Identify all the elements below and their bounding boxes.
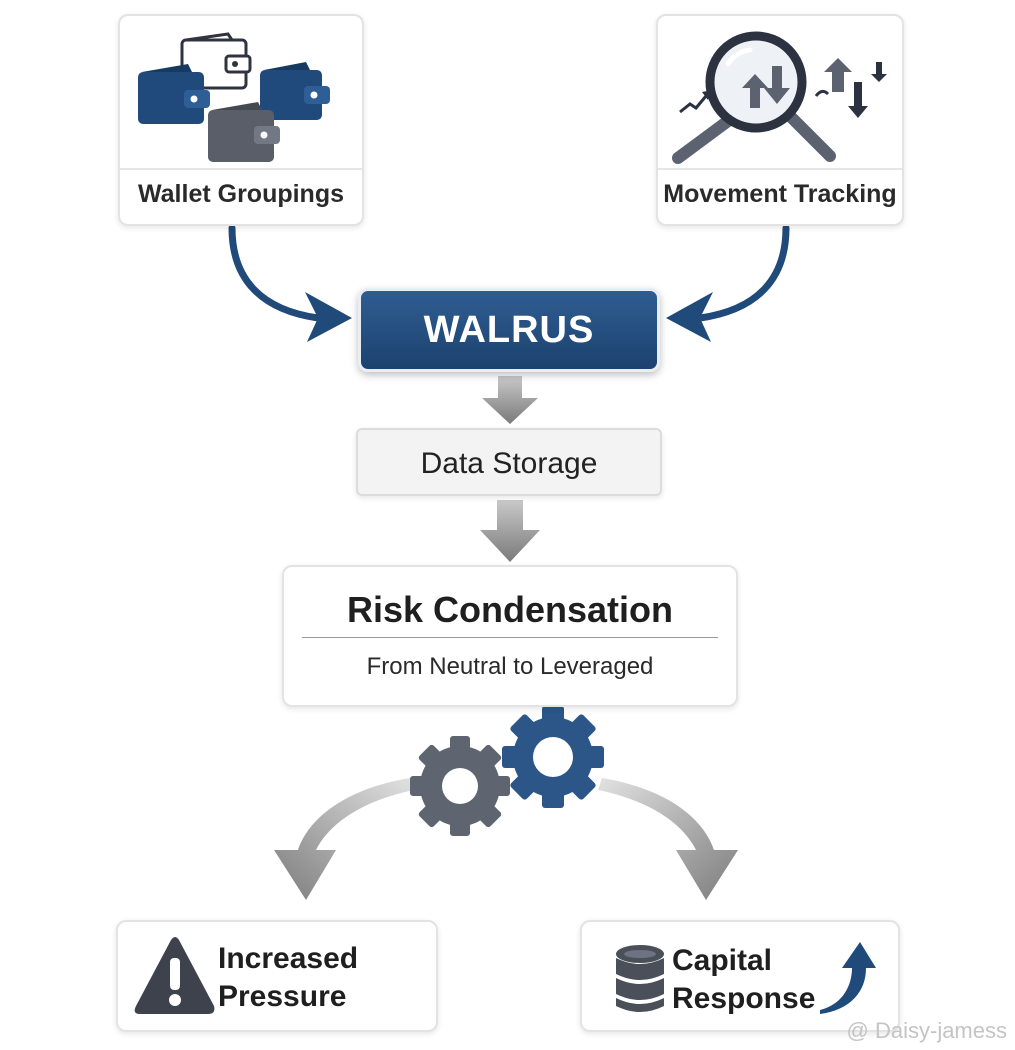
database-icon <box>616 945 664 1012</box>
movement-tracking-label: Movement Tracking <box>663 180 897 208</box>
movement-to-walrus-arrowhead <box>666 292 713 342</box>
gray-gear-icon <box>410 736 510 836</box>
trend-arrows-icon <box>679 58 887 118</box>
data-storage-label: Data Storage <box>420 447 598 480</box>
blue-gear-icon <box>502 706 604 808</box>
up-arrow-icon <box>820 942 876 1014</box>
increased-pressure-line1: Increased <box>218 942 359 975</box>
capital-response-label: Capital Response <box>672 942 815 1018</box>
capital-response-line1: Capital <box>672 944 773 977</box>
risk-divider <box>302 637 718 638</box>
capital-response-box: Capital Response <box>580 920 900 1032</box>
movement-to-walrus-arrow <box>696 224 790 322</box>
wallet-to-walrus-arrow <box>228 224 322 322</box>
wallet-groupings-label: Wallet Groupings <box>137 180 345 208</box>
walrus-label: WALRUS <box>423 308 595 351</box>
magnifier-icon <box>672 31 836 164</box>
increased-pressure-line2: Pressure <box>218 980 347 1013</box>
increased-pressure-box: Increased Pressure <box>116 920 438 1032</box>
to-pressure-arrow <box>274 778 414 900</box>
risk-condensation-title: Risk Condensation <box>346 589 674 630</box>
walrus-core-box: WALRUS <box>358 288 660 372</box>
card-divider <box>658 168 902 170</box>
wallet-to-walrus-arrowhead <box>305 292 352 342</box>
warning-icon <box>134 937 215 1014</box>
wallet-groupings-card: Wallet Groupings <box>118 14 364 226</box>
data-storage-box: Data Storage <box>356 428 662 496</box>
walrus-to-storage-arrow <box>482 376 538 424</box>
watermark: @ Daisy-jamess <box>846 1018 1007 1043</box>
risk-condensation-subtitle: From Neutral to Leveraged <box>366 653 654 680</box>
to-capital-arrow <box>598 778 738 900</box>
movement-tracking-card: Movement Tracking <box>656 14 904 226</box>
increased-pressure-label: Increased Pressure <box>218 940 358 1016</box>
storage-to-risk-arrow <box>480 500 540 562</box>
wallet-icon <box>138 32 330 162</box>
risk-condensation-box: Risk Condensation From Neutral to Levera… <box>282 565 738 707</box>
capital-response-line2: Response <box>672 982 816 1015</box>
card-divider <box>120 168 362 170</box>
